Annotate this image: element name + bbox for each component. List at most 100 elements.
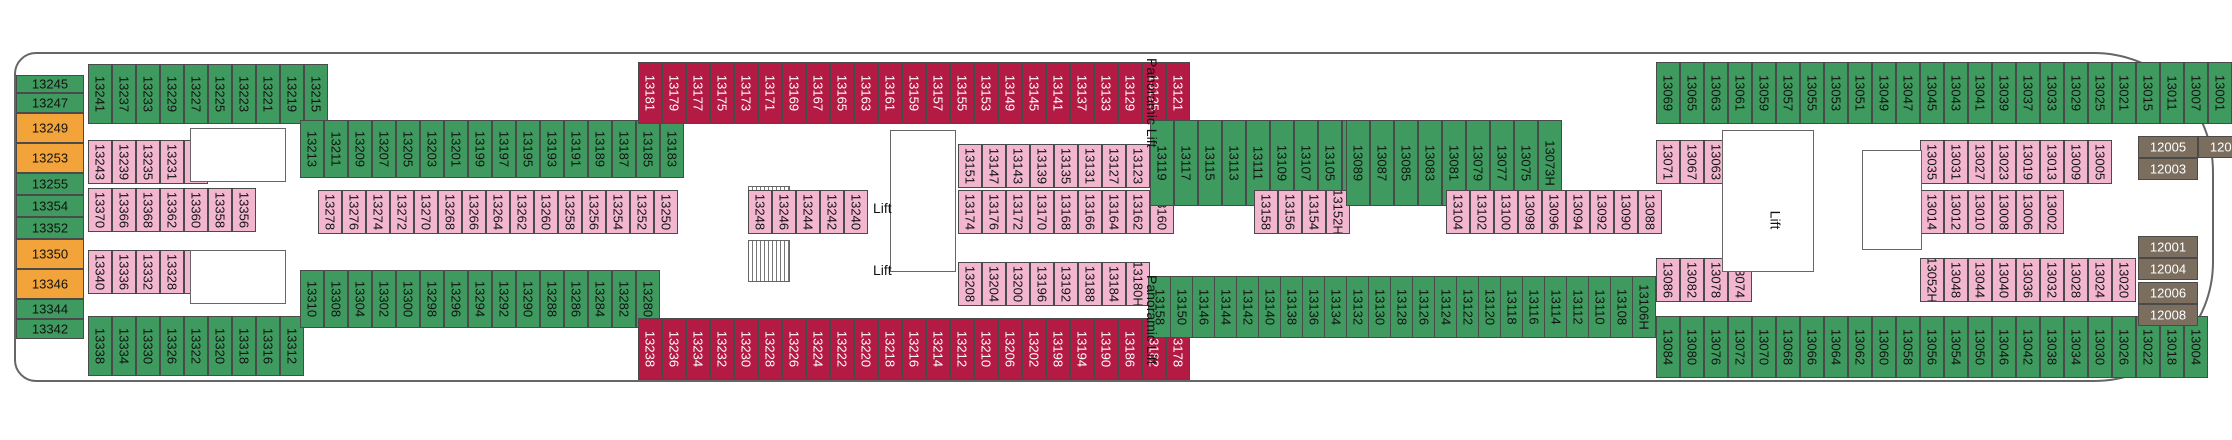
cabin-13256[interactable]: 13256 (582, 190, 606, 234)
cabin-13035[interactable]: 13035 (1920, 140, 1944, 184)
cabin-13167[interactable]: 13167 (806, 62, 830, 124)
cabin-13264[interactable]: 13264 (486, 190, 510, 234)
cabin-13183[interactable]: 13183 (660, 120, 684, 178)
cabin-13013[interactable]: 13013 (2040, 140, 2064, 184)
cabin-13274[interactable]: 13274 (366, 190, 390, 234)
cabin-13092[interactable]: 13092 (1590, 190, 1614, 234)
cabin-13240[interactable]: 13240 (844, 190, 868, 234)
cabin-13087[interactable]: 13087 (1370, 120, 1394, 206)
cabin-13036[interactable]: 13036 (2016, 258, 2040, 302)
cabin-13108[interactable]: 13108 (1610, 276, 1634, 338)
cabin-13055[interactable]: 13055 (1800, 62, 1824, 124)
cabin-13224[interactable]: 13224 (806, 318, 830, 380)
cabin-13340[interactable]: 13340 (88, 250, 112, 294)
cabin-13158[interactable]: 13158 (1254, 190, 1278, 234)
cabin-13284[interactable]: 13284 (588, 270, 612, 328)
cabin-13164[interactable]: 13164 (1102, 190, 1126, 234)
cabin-13330[interactable]: 13330 (136, 316, 160, 376)
cabin-13188[interactable]: 13188 (1078, 262, 1102, 306)
cabin-13126[interactable]: 13126 (1412, 276, 1436, 338)
cabin-13172[interactable]: 13172 (1006, 190, 1030, 234)
cabin-13296[interactable]: 13296 (444, 270, 468, 328)
cabin-13104[interactable]: 13104 (1446, 190, 1470, 234)
cabin-13053[interactable]: 13053 (1824, 62, 1848, 124)
cabin-13194[interactable]: 13194 (1070, 318, 1094, 380)
cabin-13010[interactable]: 13010 (1968, 190, 1992, 234)
cabin-13254[interactable]: 13254 (606, 190, 630, 234)
cabin-13212[interactable]: 13212 (950, 318, 974, 380)
cabin-13124[interactable]: 13124 (1434, 276, 1458, 338)
cabin-13028[interactable]: 13028 (2064, 258, 2088, 302)
cabin-13255[interactable]: 13255 (16, 173, 84, 195)
cabin-13352[interactable]: 13352 (16, 217, 84, 239)
cabin-13170[interactable]: 13170 (1030, 190, 1054, 234)
cabin-13230[interactable]: 13230 (734, 318, 758, 380)
cabin-13014[interactable]: 13014 (1920, 190, 1944, 234)
cabin-13065[interactable]: 13065 (1680, 62, 1704, 124)
cabin-13362[interactable]: 13362 (160, 188, 184, 232)
cabin-13061[interactable]: 13061 (1728, 62, 1752, 124)
cabin-13062[interactable]: 13062 (1848, 316, 1872, 378)
cabin-13208[interactable]: 13208 (958, 262, 982, 306)
cabin-13320[interactable]: 13320 (208, 316, 232, 376)
cabin-13085[interactable]: 13085 (1394, 120, 1418, 206)
cabin-13051[interactable]: 13051 (1848, 62, 1872, 124)
cabin-13123[interactable]: 13123 (1126, 144, 1150, 188)
cabin-13090[interactable]: 13090 (1614, 190, 1638, 234)
cabin-13146[interactable]: 13146 (1192, 276, 1216, 338)
cabin-13044[interactable]: 13044 (1968, 258, 1992, 302)
cabin-13308[interactable]: 13308 (324, 270, 348, 328)
cabin-13368[interactable]: 13368 (136, 188, 160, 232)
cabin-13038[interactable]: 13038 (2040, 316, 2064, 378)
cabin-13209[interactable]: 13209 (348, 120, 372, 178)
cabin-13282[interactable]: 13282 (612, 270, 636, 328)
cabin-13266[interactable]: 13266 (462, 190, 486, 234)
cabin-13175[interactable]: 13175 (710, 62, 734, 124)
cabin-13128[interactable]: 13128 (1390, 276, 1414, 338)
cabin-13039[interactable]: 13039 (1992, 62, 2016, 124)
cabin-13159[interactable]: 13159 (902, 62, 926, 124)
cabin-13360[interactable]: 13360 (184, 188, 208, 232)
cabin-12006[interactable]: 12006 (2138, 282, 2198, 304)
cabin-13137[interactable]: 13137 (1070, 62, 1094, 124)
cabin-13184[interactable]: 13184 (1102, 262, 1126, 306)
cabin-13125[interactable]: 13125 (1142, 62, 1166, 124)
cabin-13199[interactable]: 13199 (468, 120, 492, 178)
cabin-13226[interactable]: 13226 (782, 318, 806, 380)
cabin-13143[interactable]: 13143 (1006, 144, 1030, 188)
cabin-13086[interactable]: 13086 (1656, 258, 1680, 302)
cabin-13050[interactable]: 13050 (1968, 316, 1992, 378)
cabin-13033[interactable]: 13033 (2040, 62, 2064, 124)
cabin-13088[interactable]: 13088 (1638, 190, 1662, 234)
cabin-13058[interactable]: 13058 (1896, 316, 1920, 378)
cabin-13278[interactable]: 13278 (318, 190, 342, 234)
cabin-13354[interactable]: 13354 (16, 195, 84, 217)
cabin-13011[interactable]: 13011 (2160, 62, 2184, 124)
cabin-13246[interactable]: 13246 (772, 190, 796, 234)
cabin-13326[interactable]: 13326 (160, 316, 184, 376)
cabin-13223[interactable]: 13223 (232, 64, 256, 124)
cabin-13187[interactable]: 13187 (612, 120, 636, 178)
cabin-13177[interactable]: 13177 (686, 62, 710, 124)
cabin-13186[interactable]: 13186 (1118, 318, 1142, 380)
cabin-13021[interactable]: 13021 (2112, 62, 2136, 124)
cabin-13131[interactable]: 13131 (1078, 144, 1102, 188)
cabin-13205[interactable]: 13205 (396, 120, 420, 178)
cabin-13040[interactable]: 13040 (1992, 258, 2016, 302)
cabin-13162[interactable]: 13162 (1126, 190, 1150, 234)
cabin-13221[interactable]: 13221 (256, 64, 280, 124)
cabin-13342[interactable]: 13342 (16, 319, 84, 339)
cabin-13262[interactable]: 13262 (510, 190, 534, 234)
cabin-13161[interactable]: 13161 (878, 62, 902, 124)
cabin-13139[interactable]: 13139 (1030, 144, 1054, 188)
cabin-13232[interactable]: 13232 (710, 318, 734, 380)
cabin-13134[interactable]: 13134 (1324, 276, 1348, 338)
cabin-13002[interactable]: 13002 (2040, 190, 2064, 234)
cabin-13276[interactable]: 13276 (342, 190, 366, 234)
cabin-13060[interactable]: 13060 (1872, 316, 1896, 378)
cabin-13069[interactable]: 13069 (1656, 62, 1680, 124)
cabin-13067[interactable]: 13067 (1680, 140, 1704, 184)
cabin-13207[interactable]: 13207 (372, 120, 396, 178)
cabin-13121[interactable]: 13121 (1166, 62, 1190, 124)
cabin-13253[interactable]: 13253 (16, 143, 84, 173)
